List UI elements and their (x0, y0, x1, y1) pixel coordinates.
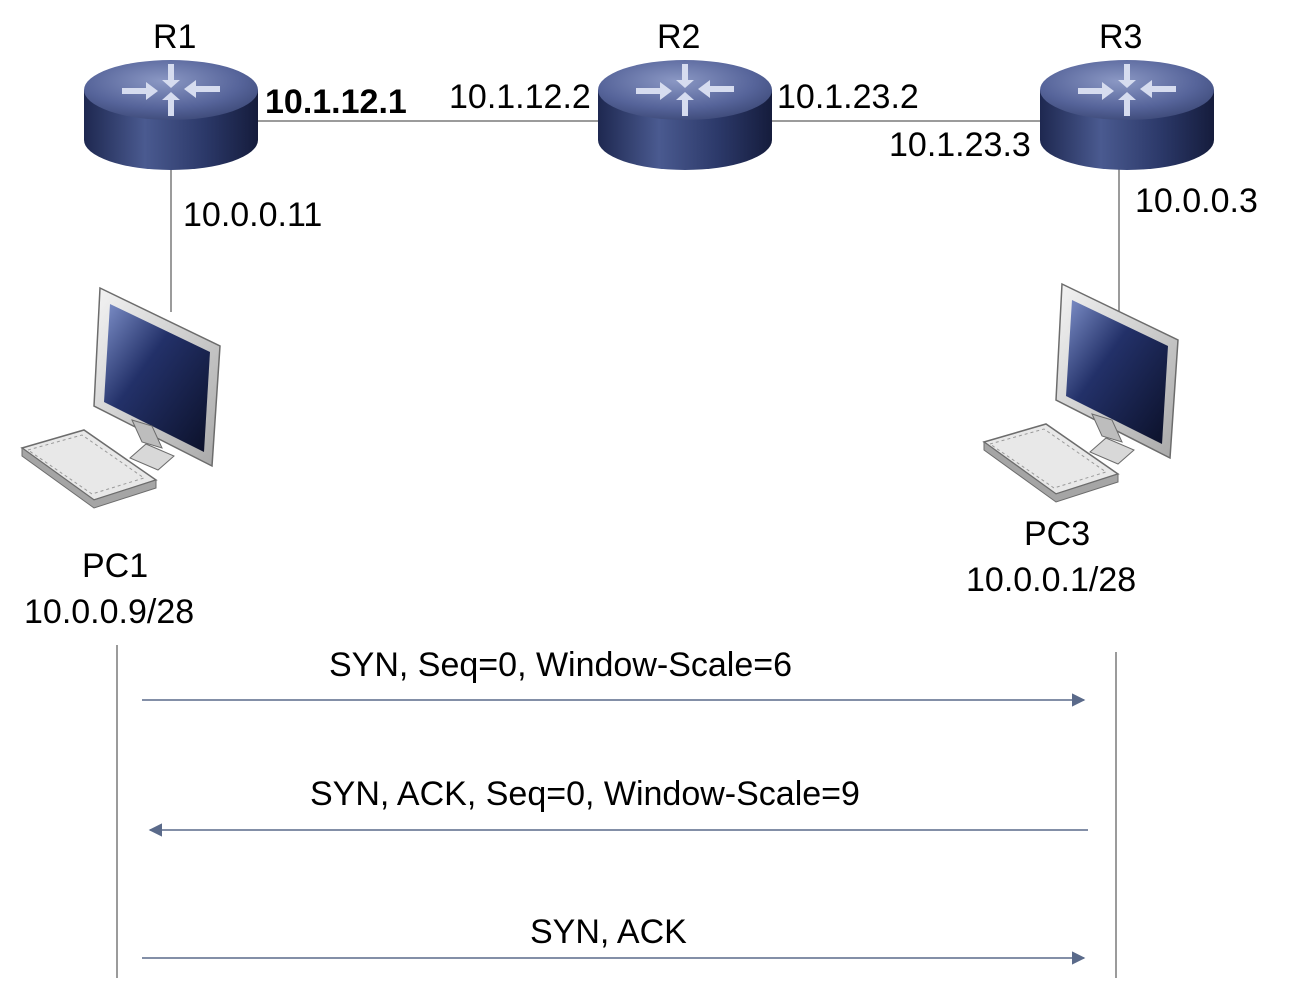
r1-r2-interface-r2-label: 10.1.12.2 (449, 78, 591, 116)
router-r2-label: R2 (657, 18, 701, 56)
r2-r3-interface-r2-label: 10.1.23.2 (777, 78, 919, 116)
pc3-computer-icon (982, 282, 1179, 503)
pc3-ip-label: 10.0.0.1/28 (966, 561, 1137, 599)
r1-lan-interface-label: 10.0.0.11 (183, 196, 323, 234)
r2-r3-interface-r3-label: 10.1.23.3 (889, 126, 1031, 164)
links (170, 120, 1120, 312)
pc1-computer-icon (20, 286, 221, 509)
pc1-ip-label: 10.0.0.9/28 (24, 593, 195, 631)
router-r3-icon (1040, 60, 1214, 170)
message-label-2: SYN, ACK, Seq=0, Window-Scale=9 (310, 775, 860, 813)
router-r1-icon (84, 60, 258, 170)
lifelines (116, 645, 1117, 978)
r3-lan-interface-label: 10.0.0.3 (1135, 182, 1258, 220)
message-arrows (142, 693, 1088, 965)
router-r1-label: R1 (153, 18, 197, 56)
router-r3-label: R3 (1099, 18, 1143, 56)
r1-r2-interface-r1-label: 10.1.12.1 (265, 83, 407, 121)
message-label-1: SYN, Seq=0, Window-Scale=6 (329, 646, 793, 684)
pc3-name-label: PC3 (1024, 515, 1091, 553)
pc1-name-label: PC1 (82, 547, 149, 585)
message-label-3: SYN, ACK (530, 913, 687, 951)
router-r2-icon (598, 60, 772, 170)
